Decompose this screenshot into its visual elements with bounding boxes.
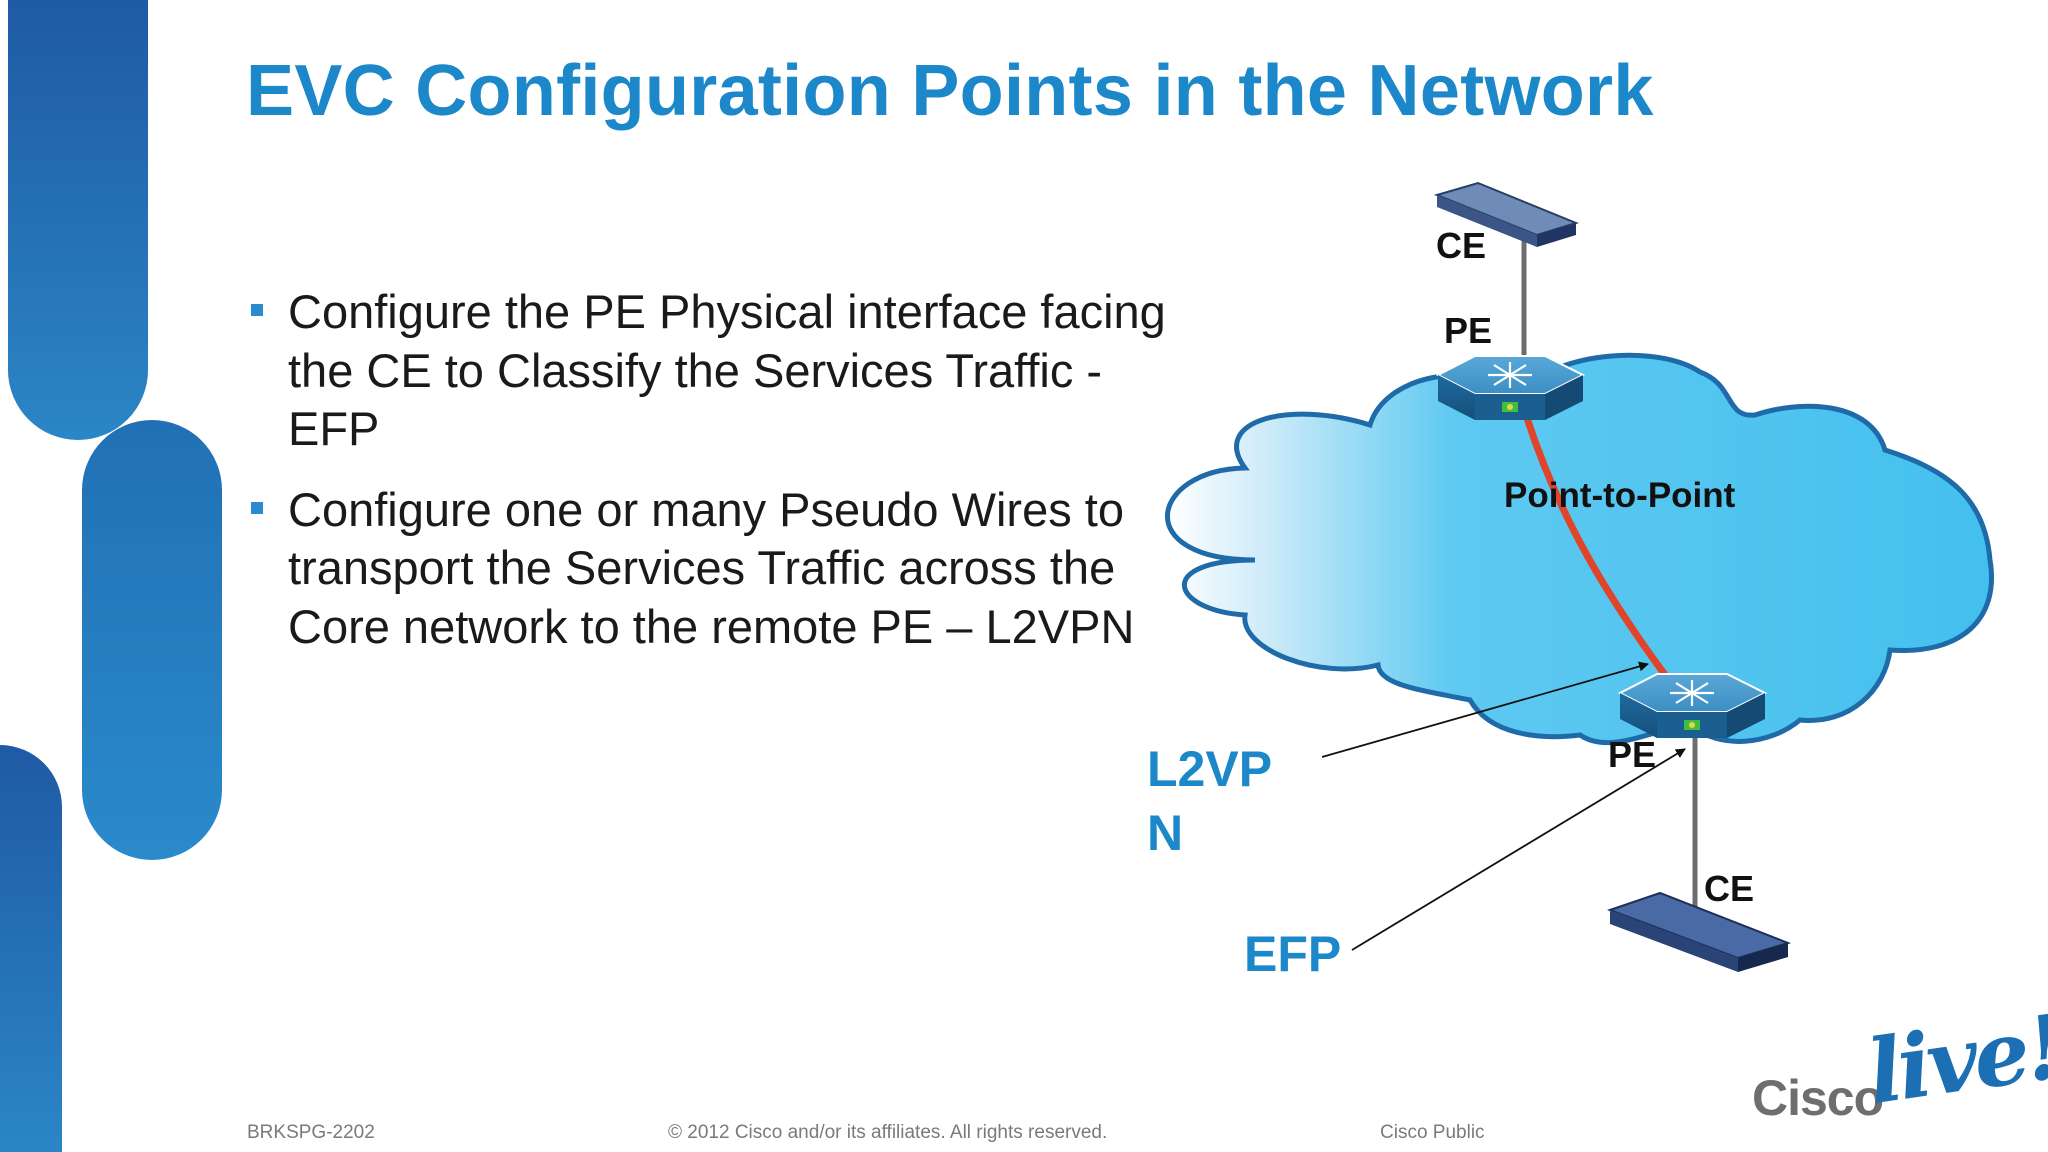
router-icon	[1435, 355, 1586, 420]
slide-title: EVC Configuration Points in the Network	[246, 51, 1654, 131]
label-pe-top: PE	[1444, 310, 1492, 351]
bullet-list: Configure the PE Physical interface faci…	[248, 283, 1168, 678]
point-to-point-link	[1523, 416, 1668, 678]
bullet-efp: Configure the PE Physical interface faci…	[248, 283, 1168, 459]
footer-session-code: BRKSPG-2202	[247, 1122, 375, 1143]
label-ce-top: CE	[1436, 225, 1486, 266]
efp-callout-arrow	[1351, 748, 1686, 951]
cloud-icon	[1165, 352, 1994, 746]
footer-copyright: © 2012 Cisco and/or its affiliates. All …	[668, 1122, 1108, 1143]
switch-icon	[1607, 891, 1792, 972]
decorative-bands	[0, 0, 222, 1152]
logo-brand: Cisco	[1752, 1070, 1884, 1126]
callout-efp: EFP	[1244, 926, 1341, 982]
label-ce-bottom: CE	[1704, 868, 1754, 909]
footer-classification: Cisco Public	[1380, 1122, 1485, 1143]
bullet-l2vpn: Configure one or many Pseudo Wires to tr…	[248, 481, 1168, 657]
switch-icon	[1433, 181, 1579, 247]
label-pe-bottom: PE	[1608, 734, 1656, 775]
router-icon	[1617, 673, 1768, 738]
label-point-to-point: Point-to-Point	[1504, 476, 1736, 515]
callout-l2vpn-line2: N	[1147, 805, 1183, 861]
callout-l2vpn-line1: L2VP	[1147, 741, 1272, 797]
l2vpn-callout-arrow	[1321, 661, 1649, 758]
